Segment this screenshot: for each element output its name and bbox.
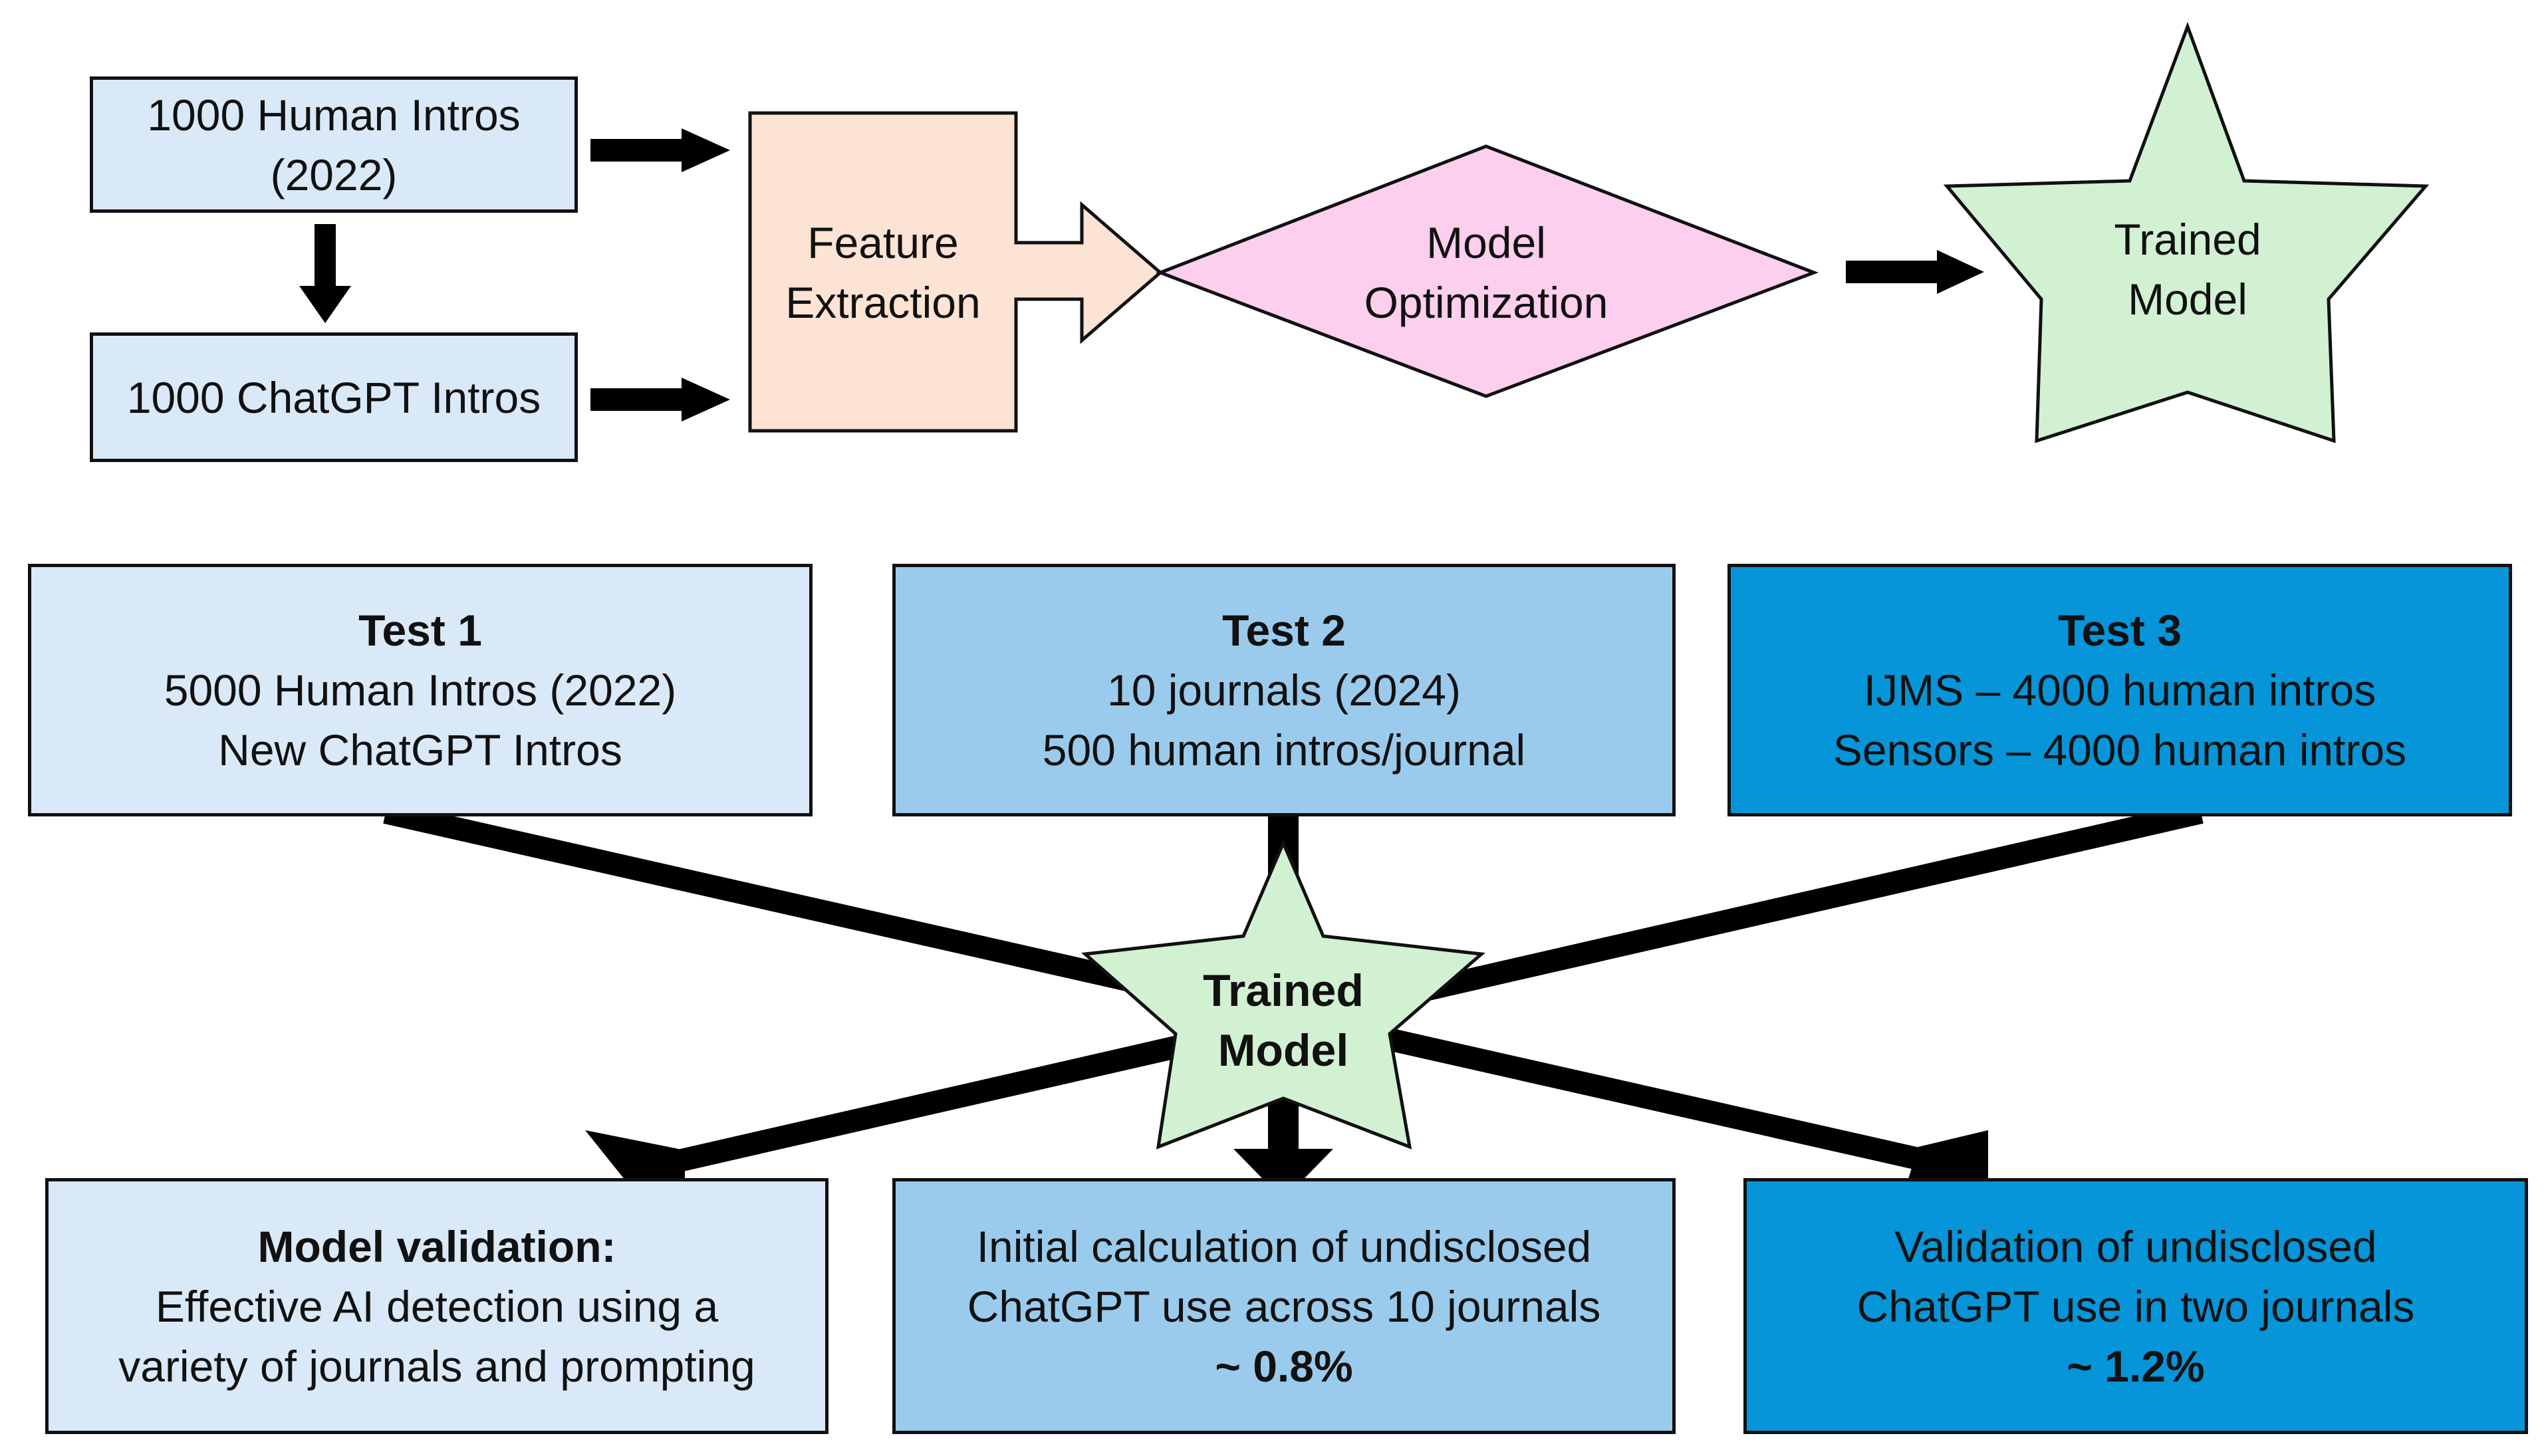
model-optimization-label: Model Optimization xyxy=(1287,199,1686,346)
chatgpt-intros-arrow xyxy=(590,378,730,422)
result-1-title: Model validation: xyxy=(257,1221,616,1271)
trained-model-top-label: Trained Model xyxy=(2055,196,2321,342)
chatgpt-intros-box: 1000 ChatGPT Intros xyxy=(90,332,578,462)
test-2-box: Test 2 10 journals (2024) 500 human intr… xyxy=(892,564,1676,816)
result-3-box: Validation of undisclosed ChatGPT use in… xyxy=(1743,1178,2528,1434)
test-1-box: Test 1 5000 Human Intros (2022) New Chat… xyxy=(28,564,813,816)
trained-model-center-line-2: Model xyxy=(1217,1025,1349,1076)
result-3-line-2: ChatGPT use in two journals xyxy=(1856,1281,2415,1331)
optimization-arrow xyxy=(1846,250,1984,294)
feature-extraction-shape xyxy=(748,111,1163,433)
result-1-line-1: Effective AI detection using a xyxy=(155,1281,719,1331)
test-2-line-1: 10 journals (2024) xyxy=(1107,666,1461,715)
feature-extraction-line-1: Feature xyxy=(807,218,959,267)
trained-model-star-top xyxy=(1943,21,2430,443)
test-1-title: Test 1 xyxy=(358,606,482,655)
test-1-line-2: New ChatGPT Intros xyxy=(218,725,622,775)
model-optimization-line-2: Optimization xyxy=(1364,278,1608,327)
trained-model-top-line-1: Trained xyxy=(2114,215,2261,264)
test-2-title: Test 2 xyxy=(1222,606,1346,655)
arrowhead xyxy=(1233,1149,1333,1200)
test-3-line-1: IJMS – 4000 human intros xyxy=(1863,666,2376,715)
down-arrow xyxy=(299,224,351,323)
chatgpt-intros-label: 1000 ChatGPT Intros xyxy=(126,372,541,422)
result-2-box: Initial calculation of undisclosed ChatG… xyxy=(892,1178,1676,1434)
feature-extraction-label: Feature Extraction xyxy=(750,199,1016,346)
result-3-value: ~ 1.2% xyxy=(2067,1341,2205,1391)
result-3-line-1: Validation of undisclosed xyxy=(1894,1221,2377,1271)
trained-model-center-line-1: Trained xyxy=(1203,965,1364,1016)
test-3-box: Test 3 IJMS – 4000 human intros Sensors … xyxy=(1727,564,2512,816)
test-3-title: Test 3 xyxy=(2058,606,2182,655)
model-optimization-line-1: Model xyxy=(1426,218,1546,267)
human-intros-box: 1000 Human Intros (2022) xyxy=(90,76,578,213)
test-2-line-2: 500 human intros/journal xyxy=(1042,725,1526,775)
trained-model-top-line-2: Model xyxy=(2128,275,2247,324)
human-intros-line-1: 1000 Human Intros xyxy=(147,90,521,140)
human-intros-arrow xyxy=(590,128,730,172)
trained-model-center-label: Trained Model xyxy=(1150,957,1416,1084)
feature-extraction-line-2: Extraction xyxy=(785,278,981,327)
human-intros-line-2: (2022) xyxy=(270,150,398,199)
result-2-line-1: Initial calculation of undisclosed xyxy=(976,1221,1592,1271)
result-2-value: ~ 0.8% xyxy=(1215,1341,1353,1391)
test-3-line-2: Sensors – 4000 human intros xyxy=(1833,725,2407,775)
model-optimization-diamond xyxy=(1156,144,1819,398)
test-1-line-1: 5000 Human Intros (2022) xyxy=(164,666,677,715)
trained-model-star-center xyxy=(1081,838,1485,1150)
result-2-line-2: ChatGPT use across 10 journals xyxy=(967,1281,1601,1331)
result-1-line-2: variety of journals and prompting xyxy=(118,1341,755,1391)
result-1-box: Model validation: Effective AI detection… xyxy=(45,1178,828,1434)
